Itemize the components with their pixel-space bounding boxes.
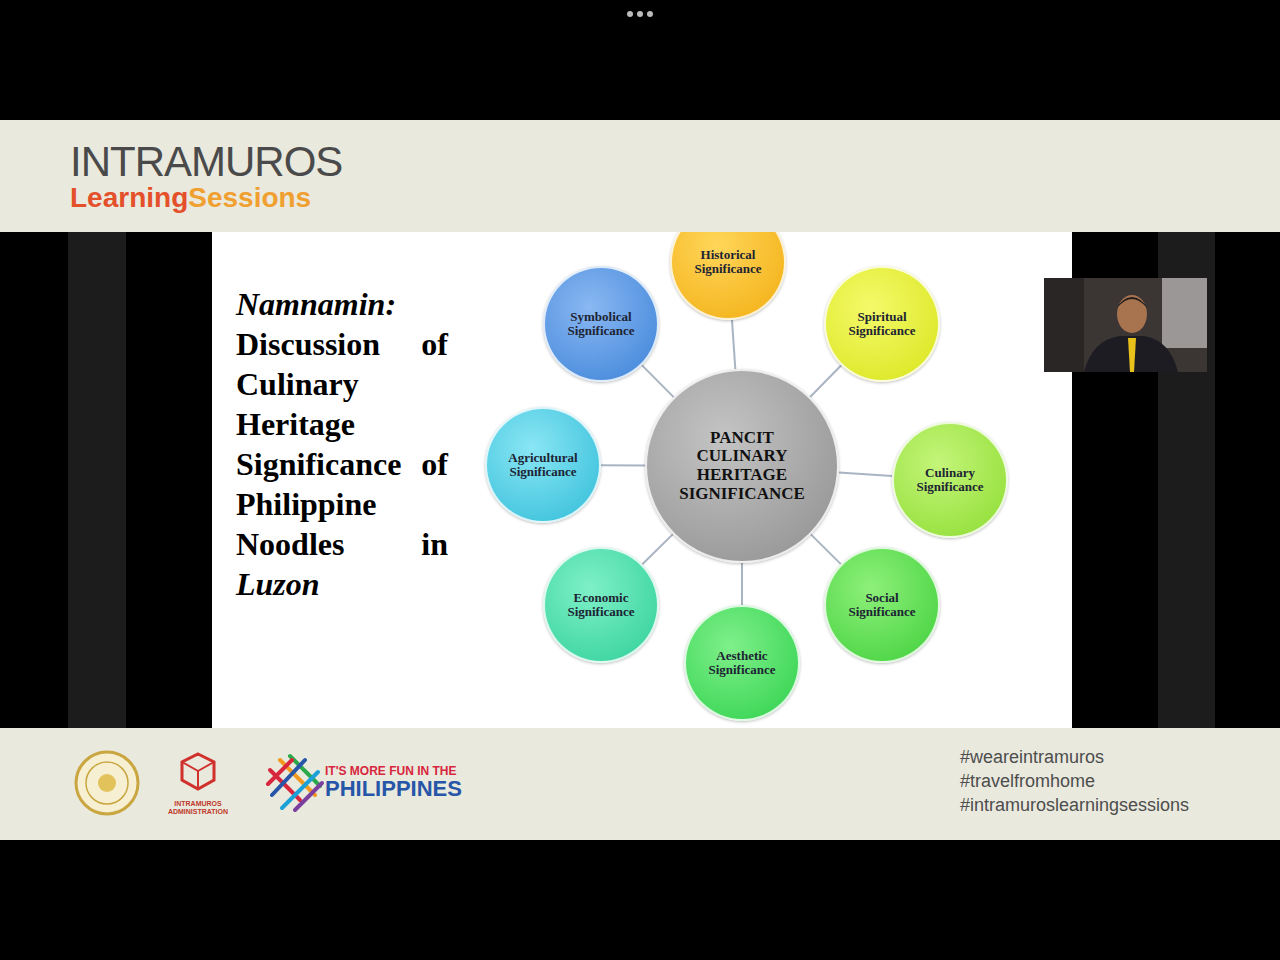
connector-line xyxy=(601,464,645,466)
seal-logo xyxy=(76,752,138,814)
connector-line xyxy=(642,365,674,397)
topic-label: Historical Significance xyxy=(682,248,774,275)
slide: Namnamin: Discussion of Culinary Heritag… xyxy=(212,232,1072,728)
tagline: IT'S MORE FUN IN THE xyxy=(325,764,457,778)
hashtag: #intramuroslearningsessions xyxy=(960,795,1189,816)
topic-label: Spiritual Significance xyxy=(836,310,928,337)
tagline: PHILIPPINES xyxy=(325,776,462,802)
topic-circle: Economic Significance xyxy=(543,547,659,663)
topic-circle: Symbolical Significance xyxy=(543,266,659,382)
center-label: PANCIT CULINARY HERITAGE SIGNIFICANCE xyxy=(667,429,817,504)
hashtag: #weareintramuros xyxy=(960,747,1104,768)
menu-dot xyxy=(647,11,653,17)
seal-logo xyxy=(98,774,116,792)
center-circle: PANCIT CULINARY HERITAGE SIGNIFICANCE xyxy=(645,369,839,563)
hashtag: #travelfromhome xyxy=(960,771,1095,792)
topic-label: Culinary Significance xyxy=(904,466,996,493)
topic-circle: Aesthetic Significance xyxy=(684,605,800,721)
footer-band xyxy=(0,728,1280,840)
side-stripe xyxy=(1158,232,1215,728)
topic-circle: Historical Significance xyxy=(670,232,786,320)
logo-caption: INTRAMUROS ADMINISTRATION xyxy=(160,800,236,815)
topic-label: Aesthetic Significance xyxy=(696,649,788,676)
header-band xyxy=(0,120,1280,232)
webcam-thumbnail xyxy=(1044,278,1207,372)
topic-label: Economic Significance xyxy=(555,591,647,618)
brand-subtitle: Learning xyxy=(70,182,188,214)
brand-title: INTRAMUROS xyxy=(70,138,342,186)
topic-circle: Culinary Significance xyxy=(892,422,1008,538)
connector-line xyxy=(810,365,841,397)
side-stripe xyxy=(68,232,126,728)
connector-line xyxy=(741,563,743,605)
topic-label: Agricultural Significance xyxy=(497,451,589,478)
topic-circle: Social Significance xyxy=(824,547,940,663)
connector-line xyxy=(732,320,735,369)
topic-label: Symbolical Significance xyxy=(555,310,647,337)
connector-line xyxy=(642,534,673,564)
connector-line xyxy=(811,534,841,564)
slide-title: Namnamin: Discussion of Culinary Heritag… xyxy=(236,284,448,604)
menu-dot xyxy=(637,11,643,17)
topic-label: Social Significance xyxy=(836,591,928,618)
brand-subtitle: Sessions xyxy=(188,182,311,214)
topic-circle: Spiritual Significance xyxy=(824,266,940,382)
intramuros-logo xyxy=(182,754,214,789)
connector-line xyxy=(839,473,892,477)
topic-circle: Agricultural Significance xyxy=(485,407,601,523)
weave-logo xyxy=(268,756,322,810)
menu-dot xyxy=(627,11,633,17)
seal-logo xyxy=(86,762,128,804)
